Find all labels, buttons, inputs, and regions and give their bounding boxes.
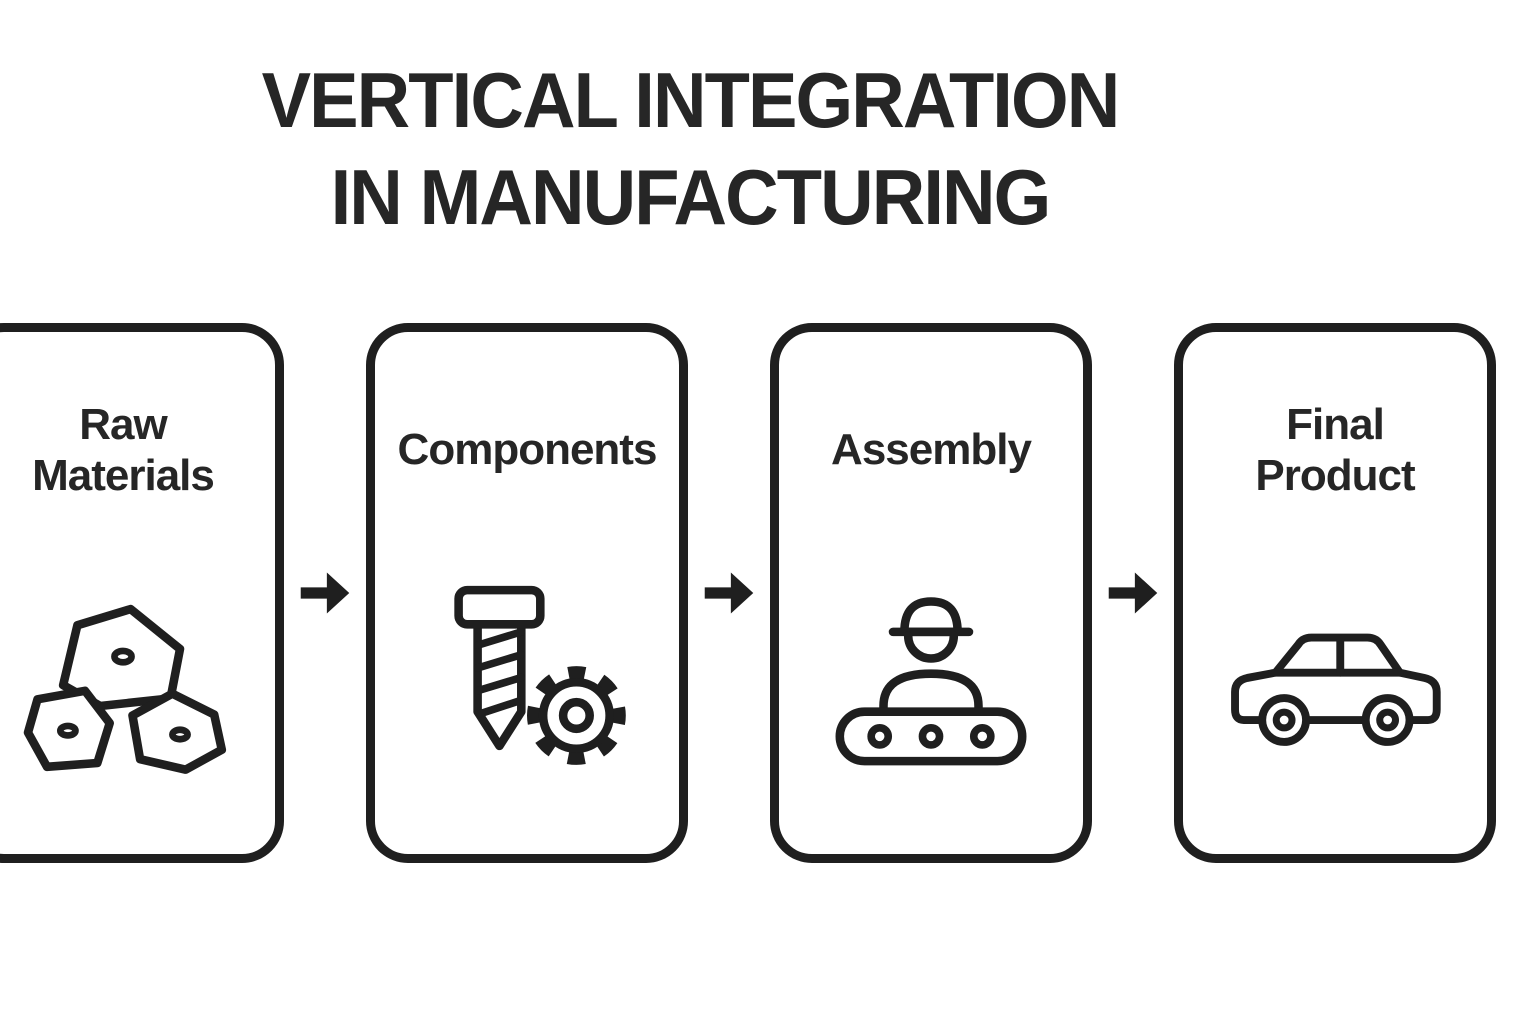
right-arrow-icon xyxy=(296,565,354,621)
stage-final-product: Final Product xyxy=(1174,323,1496,864)
diagram-title: VERTICAL INTEGRATION IN MANUFACTURING xyxy=(0,52,1458,245)
stage-raw-materials: Raw Materials xyxy=(0,323,284,864)
rocks-icon xyxy=(0,526,275,854)
stage-label: Assembly xyxy=(831,425,1032,475)
process-flow: Raw Materials Components xyxy=(0,323,1536,864)
screw-and-gear-icon xyxy=(375,526,679,854)
car-icon xyxy=(1183,526,1487,854)
stage-label: Final Product xyxy=(1255,399,1415,501)
stage-assembly: Assembly xyxy=(770,323,1092,864)
title-line-2: IN MANUFACTURING xyxy=(330,152,1052,241)
worker-conveyor-icon xyxy=(779,526,1083,854)
stage-label: Components xyxy=(397,425,658,475)
title-line-1: VERTICAL INTEGRATION xyxy=(261,56,1121,144)
right-arrow-icon xyxy=(700,565,758,621)
stage-components: Components xyxy=(366,323,688,864)
stage-label: Raw Materials xyxy=(32,399,215,501)
right-arrow-icon xyxy=(1104,565,1162,621)
